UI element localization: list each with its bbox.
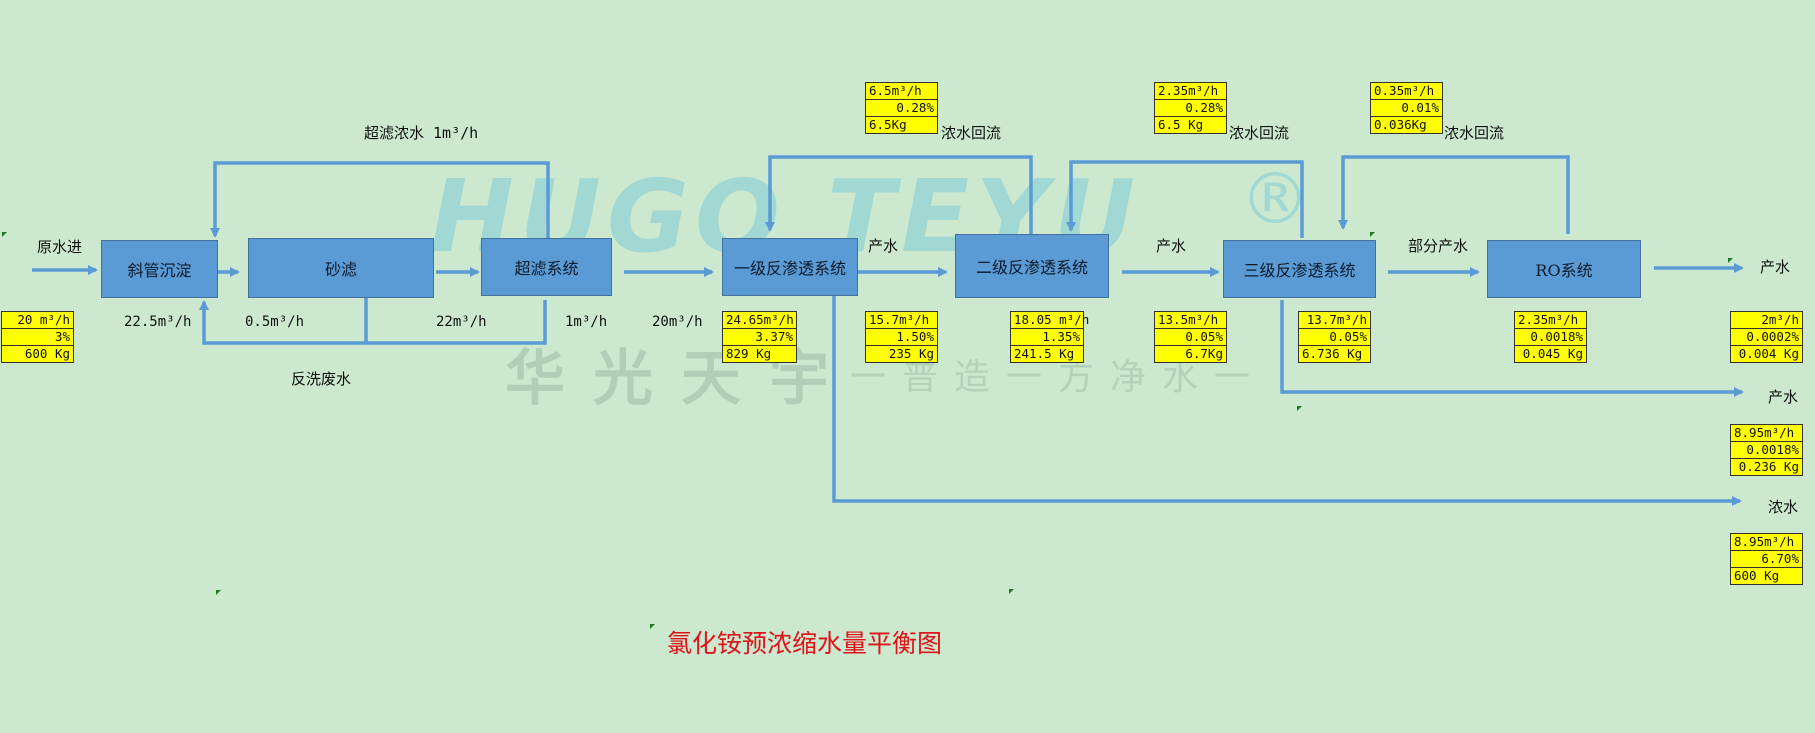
flow-backwash-return — [199, 300, 547, 345]
data-cell-product-2: 8.95m³/h 0.0018% 0.236 Kg — [1730, 424, 1803, 476]
label-ro3-partial-product: 部分产水 — [1408, 237, 1469, 255]
watermark-registered: ® — [1240, 158, 1310, 240]
cell-marker — [1728, 258, 1733, 263]
node-uf-system: 超滤系统 — [481, 238, 612, 296]
flow-uf-concentrate-return — [210, 161, 550, 238]
data-cell-recycle-2: 2.35m³/h 0.28% 6.5 Kg — [1154, 82, 1227, 134]
data-mass: 0.036Kg — [1370, 116, 1443, 134]
label-raw-in: 原水进 — [37, 238, 83, 256]
watermark-slogan: 一普造一方净水一 — [850, 357, 1267, 398]
data-cell-ro2-in: 18.05 m³/h 1.35% 241.5 Kg — [1010, 311, 1089, 363]
label-recycle-1: 浓水回流 — [941, 124, 1002, 142]
data-flow: 13.7m³/h — [1298, 311, 1371, 329]
cell-marker — [1009, 589, 1014, 594]
label-recycle-3: 浓水回流 — [1444, 124, 1505, 142]
label-flow-22-5: 22.5m³/h — [124, 314, 192, 330]
label-ro2-product: 产水 — [1156, 237, 1187, 255]
label-final-product: 产水 — [1760, 258, 1791, 276]
data-mass: 6.5 Kg — [1154, 116, 1227, 134]
data-concentration: 0.28% — [1154, 99, 1227, 117]
data-concentration: 3% — [1, 328, 74, 346]
data-concentration: 0.05% — [1154, 328, 1227, 346]
data-concentration: 0.0018% — [1730, 441, 1803, 459]
flow-concentrate-branch — [832, 296, 1742, 506]
data-mass: 0.004 Kg — [1730, 345, 1803, 363]
data-flow: 24.65m³/h — [722, 311, 797, 329]
data-flow: 2.35m³/h — [1514, 311, 1587, 329]
data-flow: 0.35m³/h — [1370, 82, 1443, 100]
label-flow-20: 20m³/h — [652, 314, 703, 330]
flow-recycle1 — [765, 155, 1033, 234]
node-ro1: 一级反渗透系统 — [722, 238, 858, 296]
label-ro1-product: 产水 — [868, 237, 899, 255]
data-concentration: 1.50% — [865, 328, 938, 346]
data-mass: 6.7Kg — [1154, 345, 1227, 363]
data-flow: 15.7m³/h — [865, 311, 938, 329]
data-flow: 18.05 m³/h — [1010, 311, 1089, 329]
data-cell-concentrate: 8.95m³/h 6.70% 600 Kg — [1730, 533, 1803, 585]
data-cell-recycle-3: 0.35m³/h 0.01% 0.036Kg — [1370, 82, 1443, 134]
data-flow: 6.5m³/h — [865, 82, 938, 100]
label-flow-1: 1m³/h — [565, 314, 608, 330]
page-title: 氯化铵预浓缩水量平衡图 — [667, 629, 943, 658]
data-cell-recycle-1: 6.5m³/h 0.28% 6.5Kg — [865, 82, 938, 134]
data-flow: 13.5m³/h — [1154, 311, 1227, 329]
label-flow-22: 22m³/h — [436, 314, 487, 330]
label-uf-concentrate: 超滤浓水 1m³/h — [364, 124, 479, 142]
flow-ro3-product-branch — [1280, 300, 1744, 397]
flow-recycle2 — [1066, 160, 1304, 238]
data-cell-ro2-out: 13.5m³/h 0.05% 6.7Kg — [1154, 311, 1227, 363]
data-mass: 0.045 Kg — [1514, 345, 1587, 363]
data-mass: 241.5 Kg — [1010, 345, 1084, 363]
data-concentration: 0.01% — [1370, 99, 1443, 117]
label-recycle-2: 浓水回流 — [1229, 124, 1290, 142]
node-ro-system: RO系统 — [1487, 240, 1641, 298]
label-concentrate: 浓水 — [1768, 498, 1799, 516]
data-mass: 235 Kg — [865, 345, 938, 363]
label-product-2: 产水 — [1768, 388, 1799, 406]
node-ro2: 二级反渗透系统 — [955, 234, 1109, 298]
data-cell-ro-out: 2.35m³/h 0.0018% 0.045 Kg — [1514, 311, 1587, 363]
data-flow: 20 m³/h — [1, 311, 74, 329]
label-backwash: 反洗废水 — [291, 370, 352, 388]
data-cell-ro1-out: 15.7m³/h 1.50% 235 Kg — [865, 311, 938, 363]
data-flow: 8.95m³/h — [1730, 424, 1803, 442]
data-mass: 600 Kg — [1, 345, 74, 363]
data-concentration: 3.37% — [722, 328, 797, 346]
node-settling: 斜管沉淀 — [101, 240, 218, 298]
data-mass: 829 Kg — [722, 345, 797, 363]
data-concentration: 0.05% — [1298, 328, 1371, 346]
cell-marker — [1370, 232, 1375, 237]
data-cell-final: 2m³/h 0.0002% 0.004 Kg — [1730, 311, 1803, 363]
cell-marker — [216, 590, 221, 595]
cell-marker — [1297, 406, 1302, 411]
data-concentration: 0.0018% — [1514, 328, 1587, 346]
node-sand-filter: 砂滤 — [248, 238, 434, 298]
data-cell-ro3-out: 13.7m³/h 0.05% 6.736 Kg — [1298, 311, 1371, 363]
label-flow-0-5: 0.5m³/h — [245, 314, 305, 330]
data-flow: 8.95m³/h — [1730, 533, 1803, 551]
data-concentration: 6.70% — [1730, 550, 1803, 568]
data-concentration: 0.0002% — [1730, 328, 1803, 346]
data-cell-ro1-in: 24.65m³/h 3.37% 829 Kg — [722, 311, 797, 363]
data-flow: 2.35m³/h — [1154, 82, 1227, 100]
data-concentration: 0.28% — [865, 99, 938, 117]
cell-marker — [2, 232, 7, 237]
data-cell-raw: 20 m³/h 3% 600 Kg — [1, 311, 74, 363]
data-flow: 2m³/h — [1730, 311, 1803, 329]
data-concentration: 1.35% — [1010, 328, 1084, 346]
node-ro3: 三级反渗透系统 — [1223, 240, 1376, 298]
data-mass: 6.5Kg — [865, 116, 938, 134]
data-mass: 6.736 Kg — [1298, 345, 1371, 363]
cell-marker — [650, 624, 655, 629]
data-mass: 600 Kg — [1730, 567, 1803, 585]
flow-recycle3 — [1338, 155, 1570, 234]
data-mass: 0.236 Kg — [1730, 458, 1803, 476]
